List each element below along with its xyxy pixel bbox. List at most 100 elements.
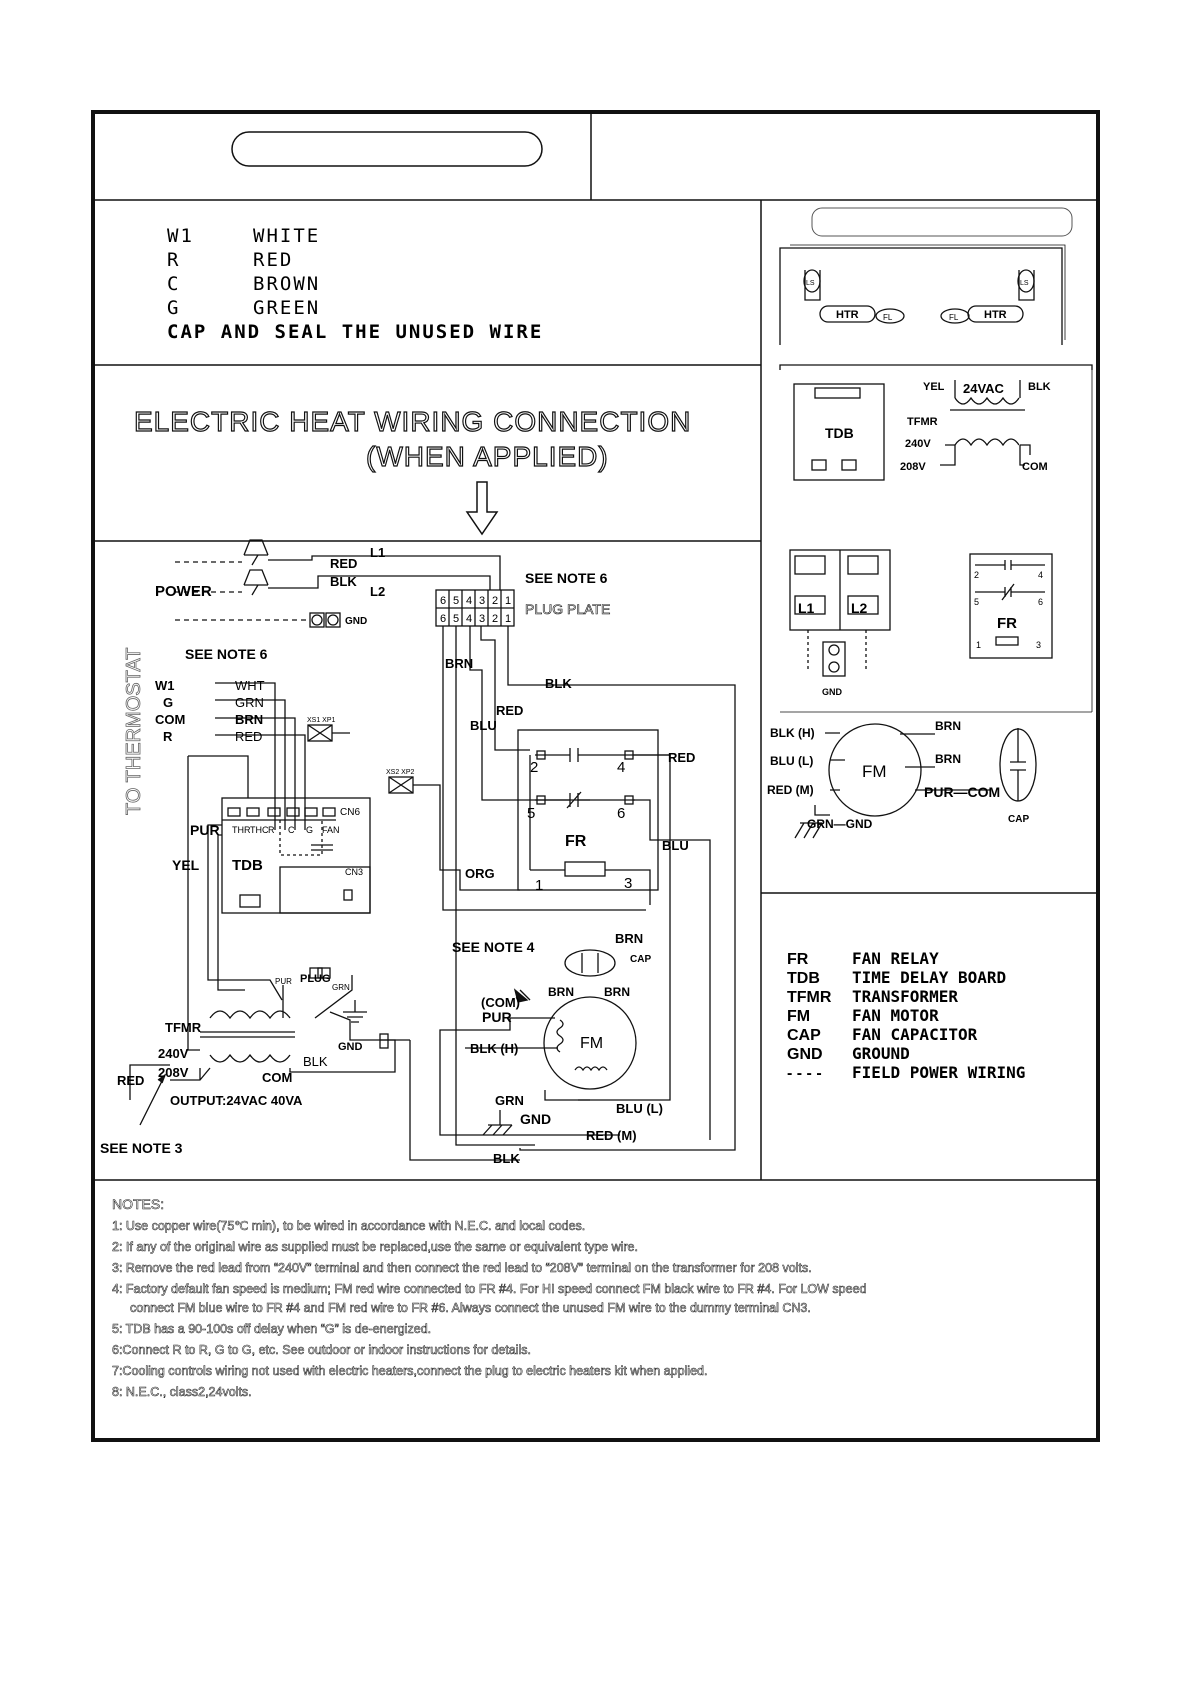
- blk-label: BLK: [493, 1151, 520, 1166]
- v208-label: 208V: [158, 1065, 189, 1080]
- legend-abbr: FM: [787, 1008, 810, 1025]
- r-term-label: R: [268, 825, 275, 835]
- fuse-icon: [243, 539, 269, 566]
- frame-dividers: [93, 112, 1098, 1181]
- red-m-label: RED (M): [586, 1128, 637, 1143]
- note-line: 7:Cooling controls wiring not used with …: [112, 1364, 707, 1378]
- note-line: 5: TDB has a 90-100s off delay when “G” …: [112, 1322, 431, 1336]
- to-thermostat-label: TO THERMOSTAT: [123, 648, 145, 815]
- fl-label: FL: [949, 313, 959, 322]
- fr-pin: 5: [974, 597, 979, 607]
- heading-line2: (WHEN APPLIED): [366, 441, 609, 472]
- thermostat-com-label: COM: [155, 712, 185, 727]
- title-box-blank: [231, 131, 543, 167]
- thermostat-r-label: R: [163, 729, 173, 744]
- terminal-block-panel: [780, 365, 1093, 713]
- l1-label: L1: [370, 545, 385, 560]
- grn-label: GRN: [495, 1093, 524, 1108]
- blu-l-label: BLU (L): [770, 754, 813, 768]
- cap-label: CAP: [1008, 814, 1029, 825]
- l2-label: L2: [851, 600, 868, 616]
- thermostat-g-label: G: [163, 695, 173, 710]
- plug-digit: 6: [440, 613, 446, 625]
- v240-label: 240V: [905, 438, 931, 450]
- fr-relay-detail: [969, 553, 1053, 659]
- main-diagram-labels: POWER RED BLK L1 L2 GND SEE NOTE 6 PLUG …: [100, 545, 695, 1166]
- legend-abbr: TFMR: [787, 989, 832, 1006]
- red-m-label: RED (M): [767, 783, 814, 797]
- red-label: RED: [235, 729, 262, 744]
- power-label: POWER: [155, 583, 212, 600]
- legend-meaning: FIELD POWER WIRING: [852, 1063, 1025, 1082]
- motor-panel-labels: BLK (H) BLU (L) RED (M) BRN BRN PUR—COM …: [767, 719, 1029, 831]
- tdb-label: TDB: [232, 857, 263, 874]
- notes-section: NOTES: 1: Use copper wire(75℃ min), to b…: [112, 1196, 867, 1400]
- org-label: ORG: [465, 866, 495, 881]
- grn-gnd-label: GRN—GND: [807, 817, 873, 831]
- fr-pin: 6: [617, 805, 625, 822]
- main-wiring-diagram: [129, 539, 736, 1161]
- legend-meaning: GROUND: [852, 1044, 910, 1063]
- cn6-label: CN6: [340, 807, 360, 818]
- fr-pin: 3: [1036, 640, 1041, 650]
- pur-com-label: PUR—COM: [924, 784, 1000, 800]
- legend-abbr: - - - -: [787, 1065, 822, 1082]
- plug-digit: 5: [453, 595, 459, 607]
- legend-meaning: TIME DELAY BOARD: [852, 968, 1006, 987]
- fr-pin: 2: [974, 570, 979, 580]
- see-note-4-label: SEE NOTE 4: [452, 939, 535, 955]
- red-label: RED: [117, 1073, 144, 1088]
- brn-label: BRN: [548, 985, 574, 999]
- plug-plate-label: PLUG PLATE: [525, 601, 610, 617]
- brn-label: BRN: [604, 985, 630, 999]
- plug-digit: 4: [466, 595, 472, 607]
- screw-icon: [828, 661, 840, 673]
- legend-color: BROWN: [253, 273, 320, 295]
- legend-color: RED: [253, 249, 293, 271]
- blk-label: BLK: [303, 1054, 328, 1069]
- note-line: 1: Use copper wire(75℃ min), to be wired…: [112, 1219, 585, 1233]
- terminal-panel-labels: L1 L2 GND FR 2 4 5 6 1 3: [798, 570, 1043, 697]
- fr-pin: 1: [535, 877, 543, 894]
- brn-label: BRN: [935, 752, 961, 766]
- down-arrow-icon: [465, 481, 499, 536]
- heater-panel-labels: HTR HTR FL FL LS LS: [806, 280, 1029, 322]
- blk-label: BLK: [330, 574, 357, 589]
- section-heading: ELECTRIC HEAT WIRING CONNECTION (WHEN AP…: [133, 405, 691, 536]
- thermostat-w1-label: W1: [155, 678, 175, 693]
- heater-title-box-blank: [811, 207, 1073, 237]
- legend-abbr: CAP: [787, 1027, 821, 1044]
- gnd-label: GND: [345, 616, 367, 627]
- legend-terminal: C: [167, 273, 180, 295]
- abbreviation-legend: FR FAN RELAY TDB TIME DELAY BOARD TFMR T…: [787, 949, 1025, 1082]
- motor-detail-panel: [794, 723, 1037, 839]
- plug-digit: 6: [440, 595, 446, 607]
- tfmr-label: TFMR: [165, 1020, 202, 1035]
- note-line: 3: Remove the red lead from “240V” termi…: [112, 1261, 812, 1275]
- notes-title: NOTES:: [112, 1196, 164, 1212]
- fl-label: FL: [883, 313, 893, 322]
- gnd-label: GND: [338, 1041, 363, 1053]
- plug-digit: 1: [505, 613, 511, 625]
- fr-relay-box: [517, 729, 659, 891]
- note-line: connect FM blue wire to FR #4 and FM red…: [130, 1301, 811, 1315]
- plug-label: PLUG: [300, 973, 331, 985]
- brn-label: BRN: [235, 712, 263, 727]
- legend-abbr: GND: [787, 1046, 823, 1063]
- grn-small-label: GRN: [332, 983, 350, 992]
- xs2-label: XS2 XP2: [386, 769, 415, 776]
- legend-terminal: G: [167, 297, 180, 319]
- red-label: RED: [668, 750, 695, 765]
- red-label: RED: [330, 556, 357, 571]
- fan-motor-symbol: [828, 723, 922, 817]
- xs1-label: XS1 XP1: [307, 717, 336, 724]
- outer-border: [91, 110, 1100, 1442]
- cap-symbol: [564, 949, 616, 977]
- transformer-primary-icon: [209, 1010, 291, 1020]
- legend-terminal: R: [167, 249, 180, 271]
- legend-meaning: FAN CAPACITOR: [852, 1025, 978, 1044]
- htr-label: HTR: [836, 309, 859, 321]
- blk-label: BLK: [545, 676, 572, 691]
- legend-meaning: TRANSFORMER: [852, 987, 958, 1006]
- htr-label: HTR: [984, 309, 1007, 321]
